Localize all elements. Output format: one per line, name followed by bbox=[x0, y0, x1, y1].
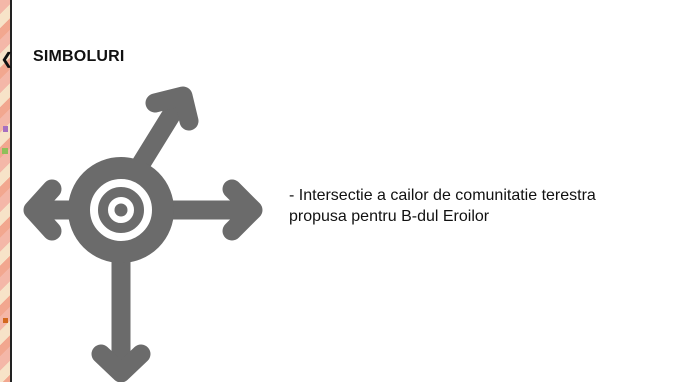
map-edge-strip bbox=[0, 0, 12, 382]
roundabout-intersection-icon bbox=[23, 86, 263, 382]
collapse-panel-button[interactable]: ❮ bbox=[0, 48, 14, 70]
legend-item-description: - Intersectie a cailor de comunitatie te… bbox=[289, 187, 596, 225]
map-edge-marks bbox=[2, 126, 8, 323]
chevron-left-icon: ❮ bbox=[0, 51, 14, 68]
legend-title: SIMBOLURI bbox=[33, 48, 125, 65]
